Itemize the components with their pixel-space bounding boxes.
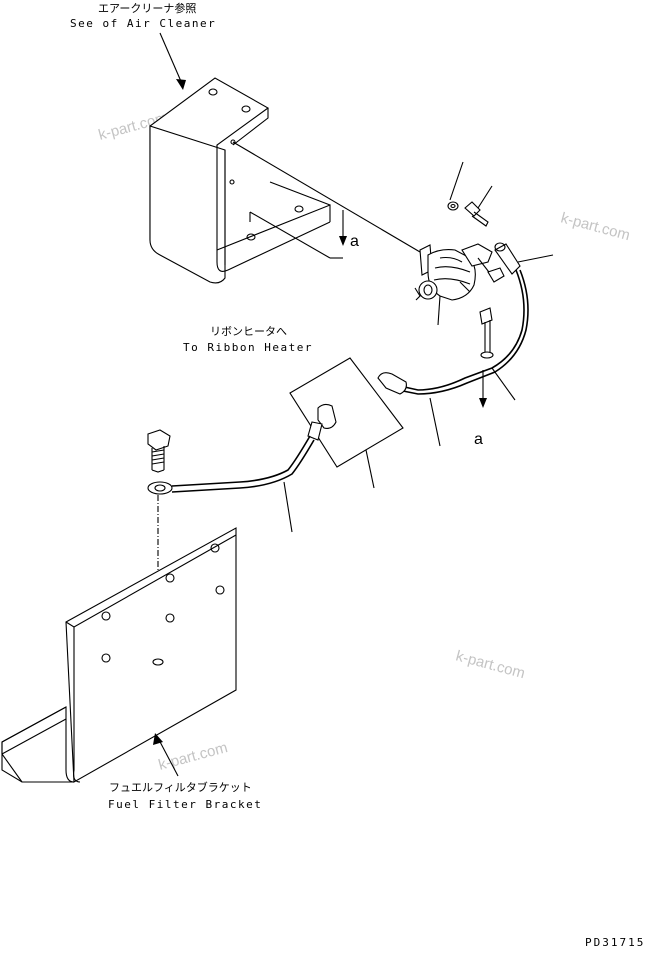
fuel-filter-leader xyxy=(153,733,179,777)
cable-leader-3 xyxy=(283,481,293,533)
relay-washer xyxy=(447,161,464,211)
view-marker-lower: a xyxy=(474,431,483,448)
heater-relay xyxy=(414,243,505,326)
view-marker-upper: a xyxy=(350,233,359,250)
cable-boot-left xyxy=(307,403,337,441)
air-cleaner-leader xyxy=(159,32,186,90)
relay-terminal-cable xyxy=(397,242,554,395)
watermark-upper-right: k-part.com xyxy=(559,209,632,244)
fuel-filter-label-jp: フュエルフィルタブラケット xyxy=(109,780,252,794)
ribbon-heater-label-en: To Ribbon Heater xyxy=(183,341,313,354)
ground-cable xyxy=(147,435,315,495)
air-cleaner-label-en: See of Air Cleaner xyxy=(70,17,216,30)
part-code: PD31715 xyxy=(585,936,645,949)
air-cleaner-bracket xyxy=(149,77,421,284)
clip-leader xyxy=(491,367,516,401)
fuel-filter-label-en: Fuel Filter Bracket xyxy=(108,798,262,811)
relay-bolt xyxy=(464,185,493,227)
ribbon-heater-label-jp: リボンヒータへ xyxy=(210,325,287,338)
cable-boot-right xyxy=(377,372,407,395)
air-cleaner-label-jp: エアークリーナ参照 xyxy=(98,1,196,15)
view-arrow-lower xyxy=(479,370,487,408)
fuel-filter-bracket xyxy=(1,527,237,783)
cable-leader-2 xyxy=(365,449,375,489)
ribbon-heater-callout xyxy=(289,357,404,468)
bracket-bolt xyxy=(147,429,171,473)
cable-leader-1 xyxy=(429,397,441,447)
watermark-middle-right: k-part.com xyxy=(454,647,527,682)
right-bolt xyxy=(479,307,494,359)
view-arrow-upper xyxy=(339,210,347,246)
